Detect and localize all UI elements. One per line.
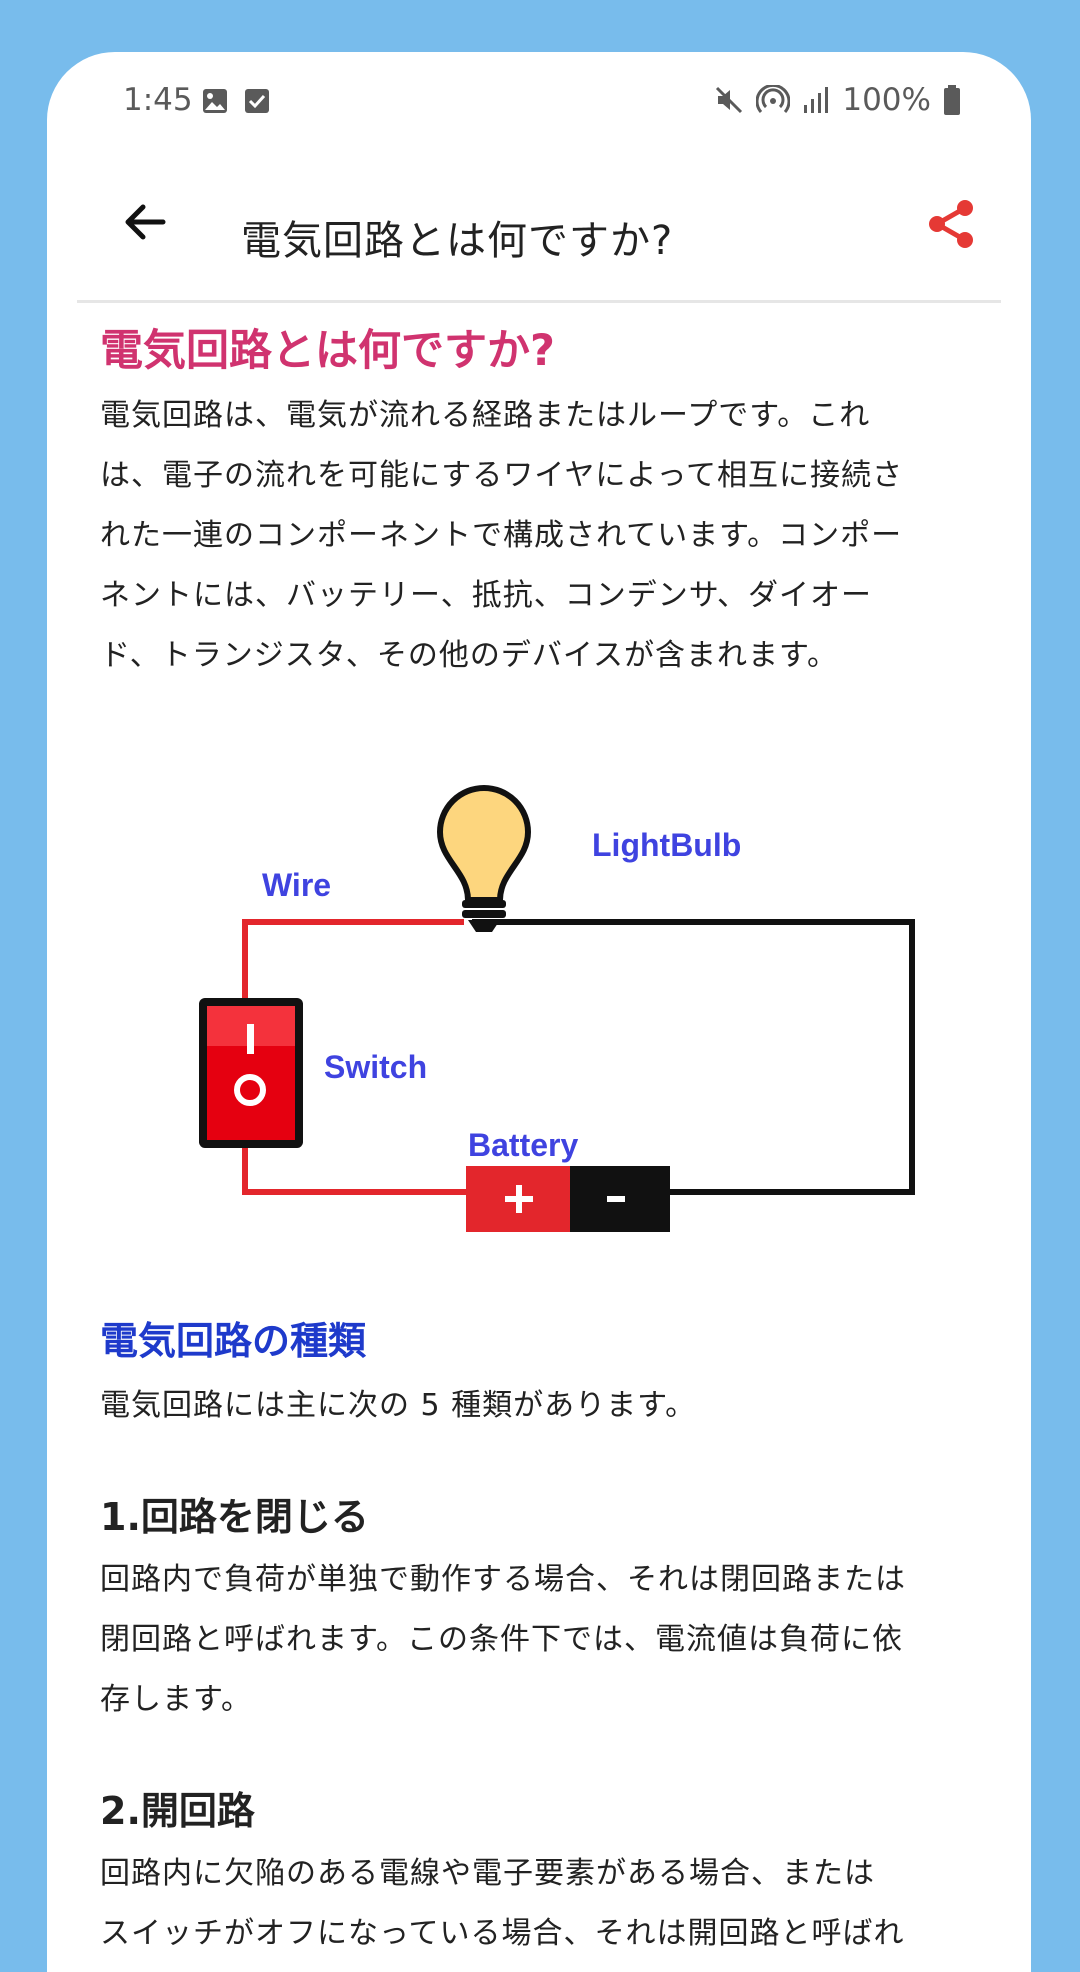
status-right: 100% bbox=[714, 82, 961, 118]
app-bar: 電気回路とは何ですか? bbox=[77, 152, 1001, 303]
wire-label: Wire bbox=[262, 867, 331, 903]
signal-icon bbox=[804, 87, 829, 113]
black-wire bbox=[472, 919, 915, 1195]
status-bar: 1:45 100% bbox=[47, 52, 1031, 152]
item2-paragraph: 回路内に欠陥のある電線や電子要素がある場合、または スイッチがオフになっている場… bbox=[100, 1844, 980, 1964]
types-heading: 電気回路の種類 bbox=[100, 1319, 367, 1363]
battery-icon bbox=[944, 85, 960, 115]
battery-percent: 100% bbox=[842, 82, 931, 118]
bulb-label: LightBulb bbox=[592, 827, 741, 863]
battery-symbol bbox=[466, 1166, 670, 1232]
phone-screen: 1:45 100% bbox=[47, 52, 1031, 1972]
item1-title: 1.回路を閉じる bbox=[100, 1495, 369, 1539]
task-notification-icon bbox=[245, 89, 269, 113]
item2-line: スイッチがオフになっている場合、それは開回路と呼ばれ bbox=[100, 1916, 905, 1951]
intro-line: 電気回路は、電気が流れる経路またはループです。これ bbox=[100, 398, 871, 433]
intro-line: ド、トランジスタ、その他のデバイスが含まれます。 bbox=[100, 638, 838, 673]
light-bulb-icon bbox=[436, 785, 532, 932]
app-bar-title: 電気回路とは何ですか? bbox=[241, 218, 674, 264]
article-content: 電気回路とは何ですか? 電気回路は、電気が流れる経路またはループです。これ は、… bbox=[100, 322, 980, 1951]
share-icon[interactable] bbox=[925, 198, 977, 250]
rocker-switch-icon bbox=[199, 998, 303, 1148]
circuit-diagram: LightBulb Wire Switch Battery bbox=[199, 785, 915, 1232]
intro-line: ネントには、バッテリー、抵抗、コンデンサ、ダイオー bbox=[100, 578, 872, 613]
item1-line: 閉回路と呼ばれます。この条件下では、電流値は負荷に依 bbox=[100, 1622, 903, 1657]
item1-paragraph: 回路内で負荷が単独で動作する場合、それは閉回路または 閉回路と呼ばれます。この条… bbox=[100, 1550, 980, 1730]
intro-line: は、電子の流れを可能にするワイヤによって相互に接続さ bbox=[100, 458, 903, 493]
article-heading: 電気回路とは何ですか? bbox=[100, 326, 555, 376]
hotspot-icon bbox=[756, 85, 791, 113]
item2-line: 回路内に欠陥のある電線や電子要素がある場合、または bbox=[100, 1856, 875, 1891]
item1-line: 回路内で負荷が単独で動作する場合、それは閉回路または bbox=[100, 1562, 906, 1597]
status-time: 1:45 bbox=[123, 82, 193, 118]
back-arrow-icon[interactable] bbox=[115, 192, 175, 252]
intro-line: れた一連のコンポーネントで構成されています。コンポー bbox=[100, 518, 903, 553]
battery-label: Battery bbox=[468, 1127, 578, 1163]
gallery-notification-icon bbox=[203, 89, 227, 113]
types-section: 電気回路の種類 電気回路には主に次の 5 種類があります。 1.回路を閉じる 回… bbox=[100, 1312, 980, 1964]
types-intro: 電気回路には主に次の 5 種類があります。 bbox=[100, 1388, 697, 1423]
item2-title: 2.開回路 bbox=[100, 1789, 255, 1833]
switch-label: Switch bbox=[324, 1049, 427, 1085]
mute-icon bbox=[716, 86, 743, 114]
intro-paragraph: 電気回路は、電気が流れる経路またはループです。これ は、電子の流れを可能にするワ… bbox=[100, 386, 980, 686]
item1-line: 存します。 bbox=[100, 1682, 252, 1717]
